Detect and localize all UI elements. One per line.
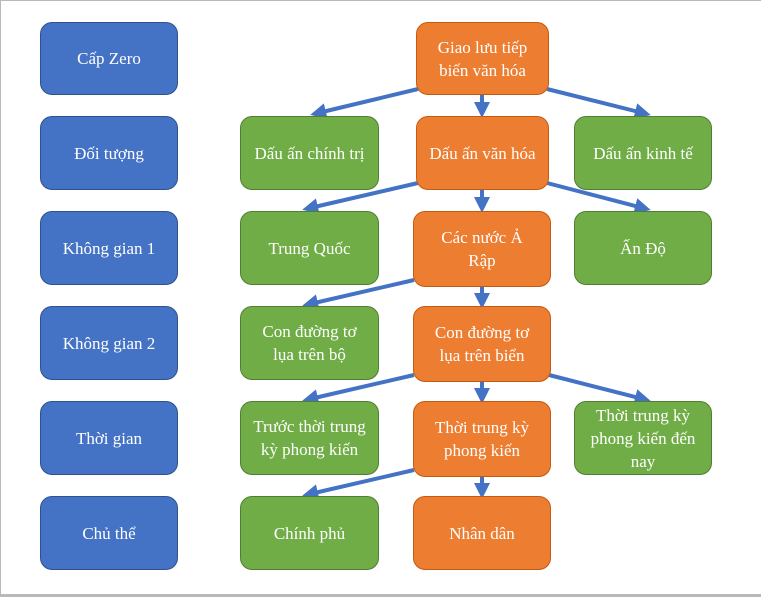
node-people: Nhân dân: [413, 496, 551, 570]
node-china: Trung Quốc: [240, 211, 379, 285]
node-economic: Dấu ấn kinh tế: [574, 116, 712, 190]
level-time-box: Thời gian: [40, 401, 178, 475]
node-medieval: Thời trung kỳ phong kiến: [413, 401, 551, 477]
level-space1-box: Không gian 1: [40, 211, 178, 285]
frame-left-border: [0, 0, 1, 597]
node-india: Ấn Độ: [574, 211, 712, 285]
node-government: Chính phủ: [240, 496, 379, 570]
node-arab: Các nước Ả Rập: [413, 211, 551, 287]
arrow-medieval-to-government: [302, 468, 415, 500]
node-land-silk: Con đường tơ lụa trên bộ: [240, 306, 379, 380]
arrow-cultural-to-china: [302, 181, 419, 214]
level-zero-box: Cấp Zero: [40, 22, 178, 95]
node-root: Giao lưu tiếp biến văn hóa: [416, 22, 549, 95]
node-political: Dấu ấn chính trị: [240, 116, 379, 190]
arrow-root-to-economic: [546, 87, 651, 119]
arrow-cultural-to-india: [546, 181, 651, 214]
node-before-medieval: Trước thời trung kỳ phong kiến: [240, 401, 379, 475]
level-space2-box: Không gian 2: [40, 306, 178, 380]
level-subject-box: Chủ thể: [40, 496, 178, 570]
level-object-box: Đối tượng: [40, 116, 178, 190]
arrow-arab-to-land-silk: [302, 278, 415, 310]
node-sea-silk: Con đường tơ lụa trên biển: [413, 306, 551, 382]
node-medieval-to-now: Thời trung kỳ phong kiến đến nay: [574, 401, 712, 475]
frame-bottom-border: [0, 594, 761, 597]
node-cultural: Dấu ấn văn hóa: [416, 116, 549, 190]
arrow-root-to-political: [310, 87, 419, 119]
frame-top-border: [0, 0, 761, 1]
arrow-sea-silk-to-medieval-now: [548, 373, 651, 405]
arrow-sea-silk-to-before-medieval: [302, 373, 415, 405]
